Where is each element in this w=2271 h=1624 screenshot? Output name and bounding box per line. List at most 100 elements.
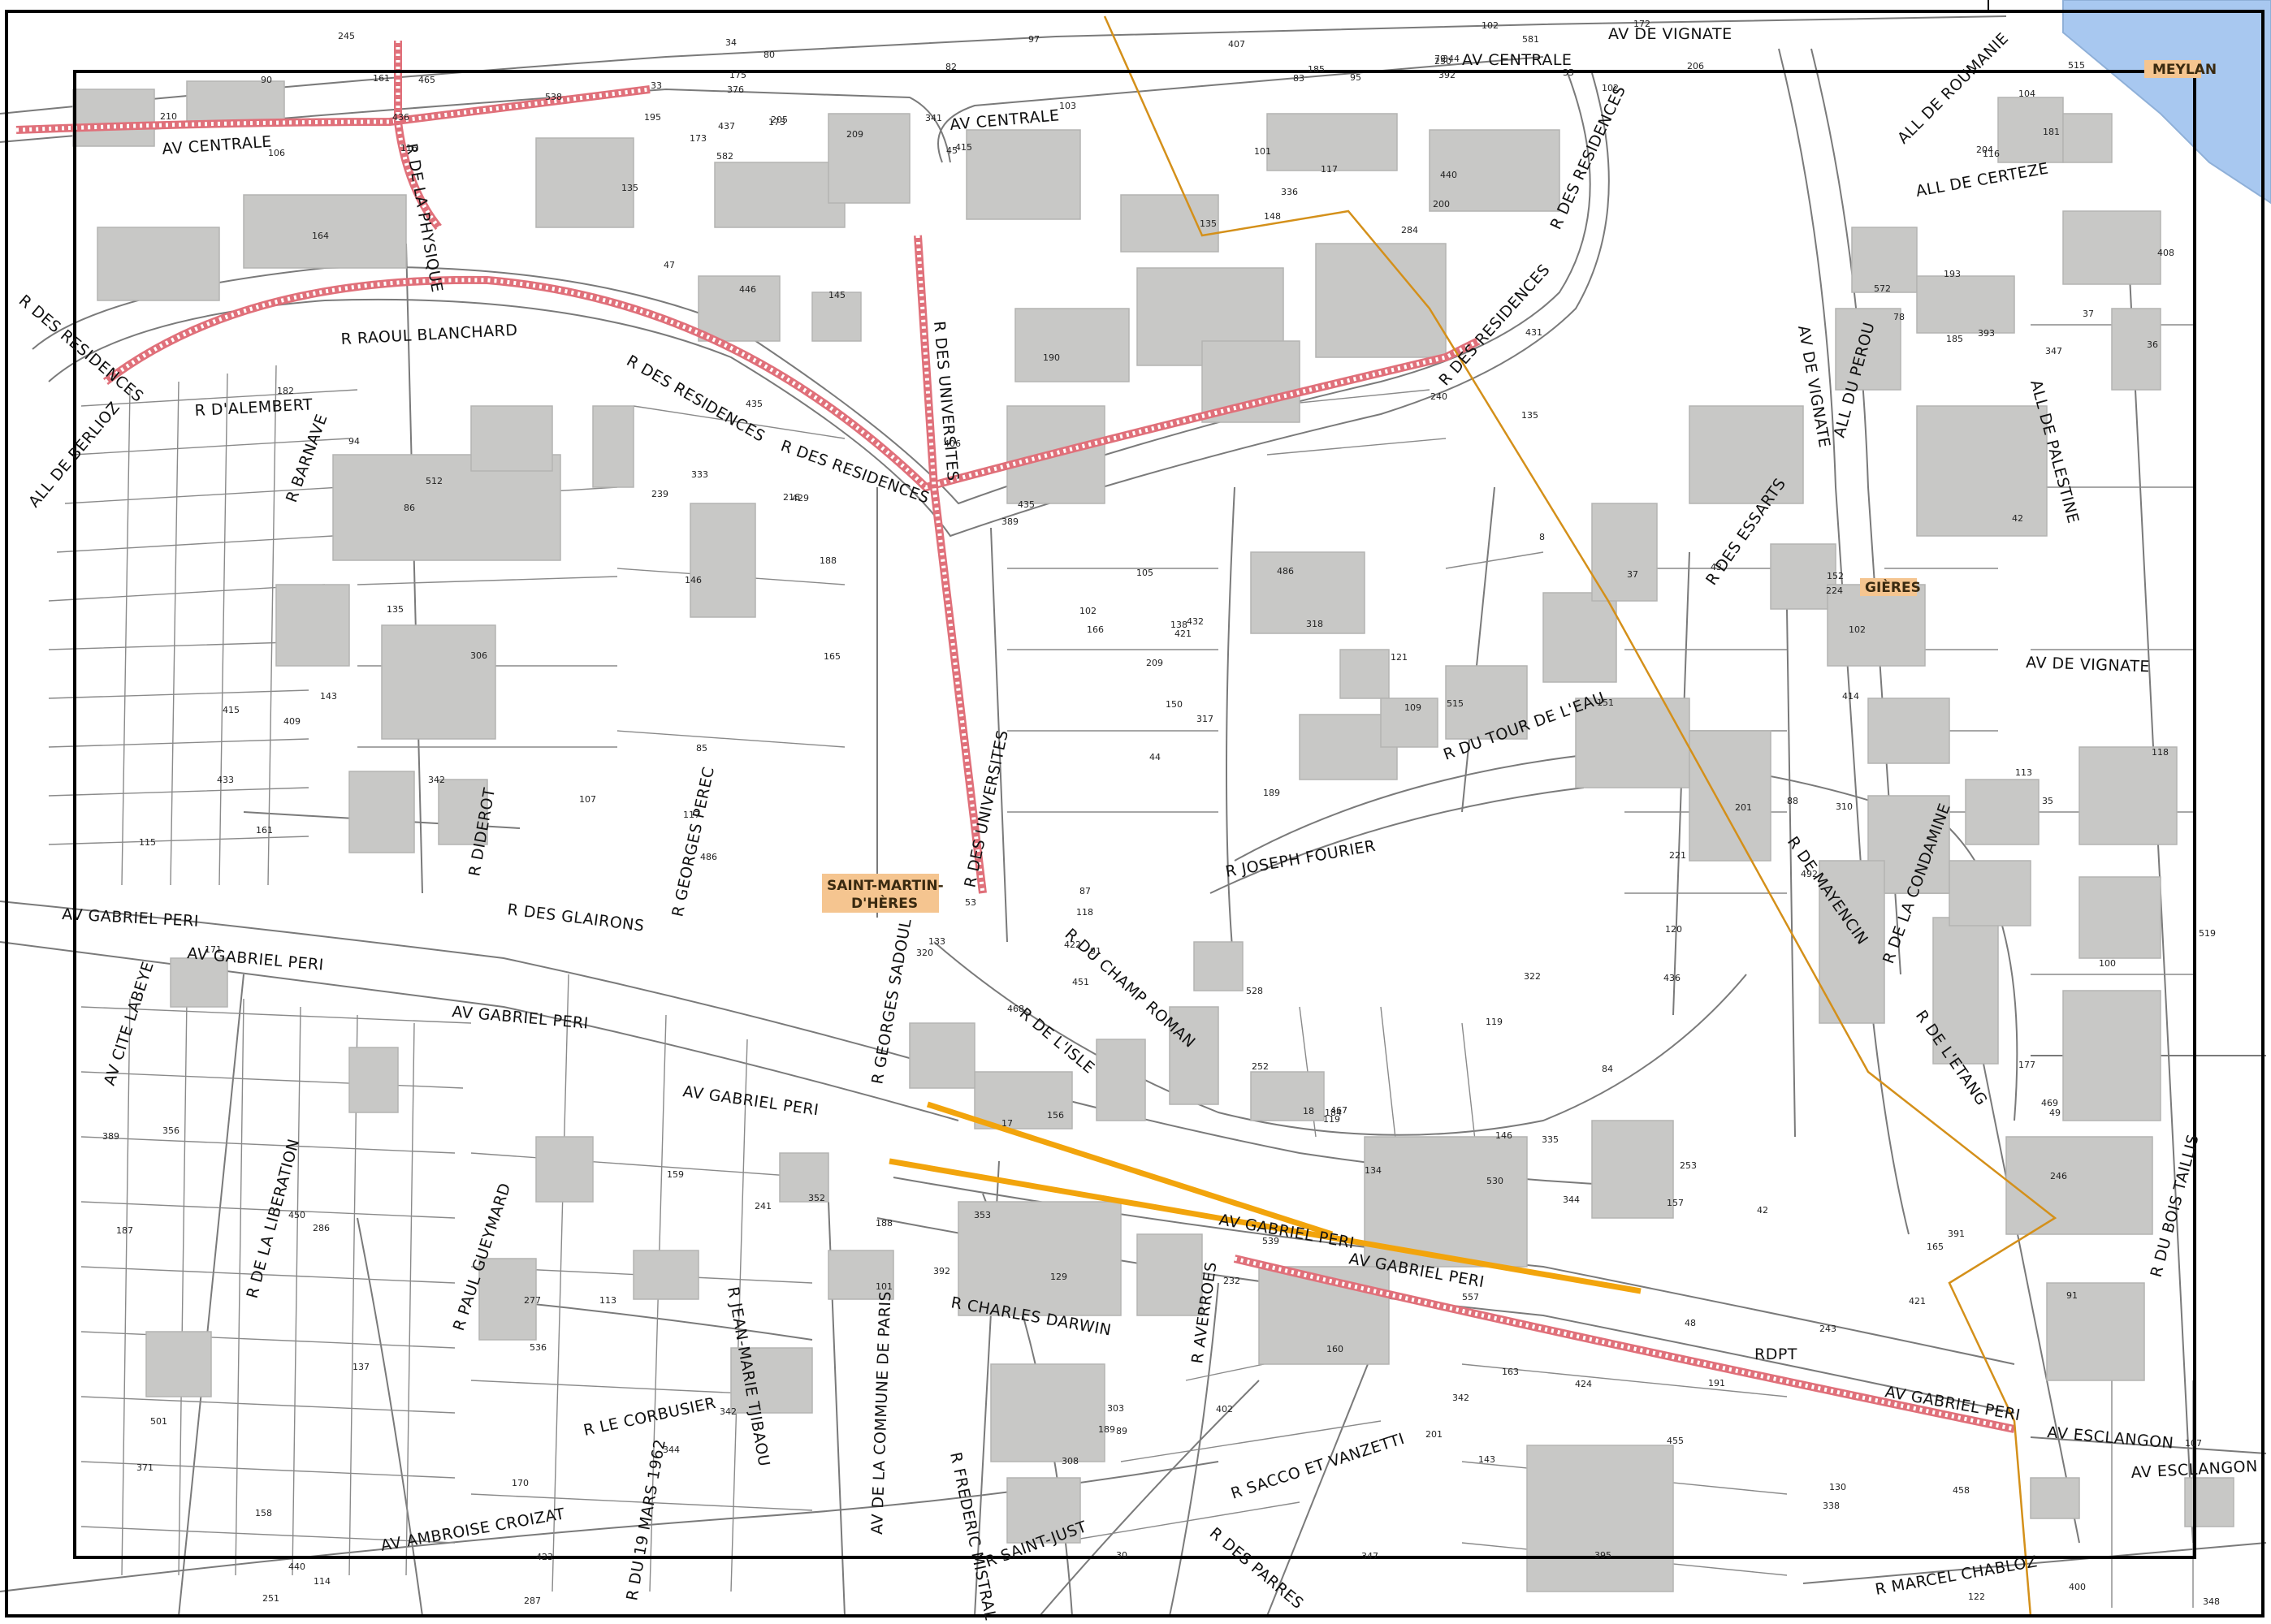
parcel-number: 103: [1059, 101, 1076, 111]
parcel-number: 49: [2049, 1108, 2061, 1118]
parcel-number: 188: [876, 1218, 893, 1229]
parcel-number: 97: [1028, 34, 1040, 45]
parcel-number: 146: [685, 575, 702, 585]
parcel-number: 224: [1826, 585, 1843, 596]
parcel-number: 137: [353, 1362, 370, 1372]
parcel-number: 104: [2018, 89, 2035, 99]
parcel-number: 451: [1072, 977, 1089, 987]
parcel-number: 436: [1663, 973, 1681, 983]
parcel-number: 89: [1116, 1426, 1127, 1436]
parcel-number: 106: [268, 148, 285, 158]
parcel-number: 581: [1522, 34, 1539, 45]
parcel-number: 435: [746, 399, 763, 409]
parcel-number: 310: [1836, 801, 1853, 812]
parcel-number: 221: [1669, 850, 1686, 861]
parcel-number: 35: [2042, 796, 2053, 806]
parcel-number: 251: [262, 1593, 279, 1604]
parcel-number: 177: [2018, 1060, 2035, 1070]
parcel-number: 101: [1254, 146, 1271, 157]
parcel-number: 148: [1264, 211, 1281, 222]
parcel-number: 90: [261, 75, 272, 85]
parcel-number: 17: [1001, 1118, 1013, 1129]
parcel-number: 53: [965, 897, 976, 908]
parcel-number: 91: [1090, 946, 1101, 957]
parcel-number: 36: [2147, 339, 2158, 350]
parcel-number: 135: [387, 604, 404, 615]
parcel-number: 209: [846, 129, 863, 140]
parcel-number: 414: [1842, 691, 1859, 702]
parcel-number: 376: [727, 84, 744, 95]
parcel-number: 119: [1486, 1017, 1503, 1027]
place-labels: MEYLAN GIÈRES SAINT-MARTIN- D'HÈRES: [822, 60, 2217, 913]
parcel-number: 335: [1542, 1134, 1559, 1145]
parcel-number: 431: [1525, 327, 1542, 338]
parcel-number: 318: [1306, 619, 1323, 629]
parcel-number: 469: [2041, 1098, 2058, 1108]
parcel-number: 320: [916, 948, 933, 958]
parcel-number: 342: [428, 775, 445, 785]
parcel-number: 163: [1502, 1367, 1519, 1377]
parcel-number: 113: [2015, 767, 2032, 778]
parcel-number: 117: [683, 810, 700, 820]
parcel-number: 206: [1687, 61, 1704, 71]
parcel-number: 102: [1849, 624, 1866, 635]
parcel-number: 250: [1434, 56, 1451, 67]
parcel-number: 113: [599, 1295, 616, 1306]
parcel-number: 129: [1050, 1272, 1067, 1282]
parcel-number: 253: [1680, 1160, 1697, 1171]
parcel-number: 119: [1323, 1114, 1340, 1125]
parcel-number: 348: [2203, 1596, 2220, 1607]
parcel-number: 455: [1667, 1436, 1684, 1446]
parcel-number: 37: [1627, 569, 1638, 580]
parcel-number: 392: [933, 1266, 950, 1276]
parcel-number: 189: [1098, 1424, 1115, 1435]
parcel-number: 501: [150, 1416, 167, 1427]
smh-label-bg: [822, 874, 939, 913]
parcel-number: 143: [1478, 1454, 1495, 1465]
parcel-number: 539: [1262, 1236, 1279, 1246]
parcel-number: 87: [1079, 886, 1091, 896]
parcel-number: 421: [1174, 628, 1192, 639]
parcel-number: 486: [700, 852, 717, 862]
parcel-number: 116: [1983, 149, 2000, 159]
parcel-number: 94: [348, 436, 360, 447]
parcel-number: 424: [1575, 1379, 1592, 1389]
gieres-label-bg: [1860, 578, 1917, 596]
parcel-number: 138: [1170, 620, 1187, 630]
parcel-number: 79: [1434, 54, 1446, 64]
river-isere: [2062, 0, 2271, 205]
parcel-number: 120: [1665, 924, 1682, 935]
parcel-number: 389: [102, 1131, 119, 1142]
parcel-number: 159: [667, 1169, 684, 1180]
inner-frame: [73, 70, 2196, 1559]
parcel-number: 389: [1001, 516, 1019, 527]
parcel-number: 393: [1978, 328, 1995, 339]
parcel-number: 347: [1361, 1551, 1378, 1561]
parcel-number: 200: [1433, 199, 1450, 209]
parcel-number: 391: [1948, 1229, 1965, 1239]
commune-boundary: [1103, 15, 2057, 1617]
parcel-number: 286: [313, 1223, 330, 1233]
parcel-number: 172: [1633, 19, 1650, 29]
parcel-number: 406: [944, 438, 961, 449]
parcel-number: 436: [392, 112, 409, 123]
parcel-number: 216: [783, 492, 800, 503]
highlighted-segments: [889, 1101, 1642, 1294]
parcel-number: 116: [400, 143, 417, 153]
parcel-number: 333: [691, 469, 708, 480]
parcel-number: 409: [283, 716, 301, 727]
parcel-number: 118: [1076, 907, 1093, 918]
parcel-number: 102: [1079, 606, 1097, 616]
parcel-number: 182: [277, 386, 294, 396]
parcel-number: 435: [1018, 499, 1035, 510]
parcel-number: 122: [1968, 1592, 1985, 1602]
parcel-number: 102: [1602, 83, 1619, 93]
place-smh-1: SAINT-MARTIN-: [827, 878, 944, 894]
parcel-number: 344: [1443, 54, 1460, 64]
parcel-number: 151: [1597, 698, 1614, 708]
parcel-number: 184: [1325, 1108, 1342, 1118]
parcel-number: 308: [1062, 1456, 1079, 1466]
parcel-number: 195: [644, 112, 661, 123]
parcel-number: 181: [2043, 127, 2060, 137]
parcel-number: 107: [579, 794, 596, 805]
